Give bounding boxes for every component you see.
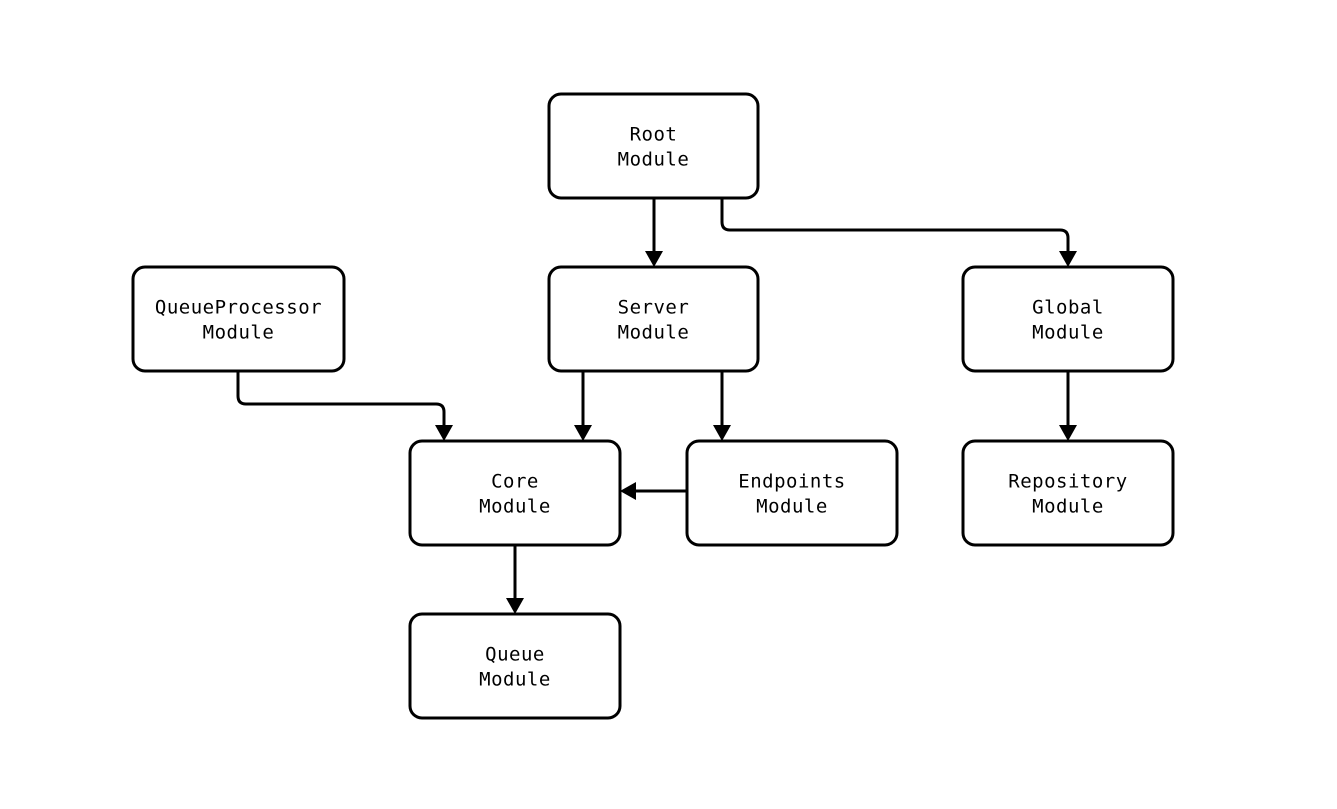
arrow-head-icon: [506, 598, 524, 614]
node-label-global-line2: Module: [1032, 322, 1104, 344]
arrow-head-icon: [1059, 251, 1077, 267]
node-label-endpoints-line2: Module: [756, 496, 828, 518]
node-label-queueprocessor-line1: QueueProcessor: [155, 297, 322, 319]
edge-layer: [236, 198, 1077, 614]
node-label-queueprocessor-line2: Module: [203, 322, 275, 344]
edge-server-to-endpoints: [713, 371, 731, 441]
node-box-server[interactable]: [547, 265, 760, 373]
node-box-core[interactable]: [408, 439, 622, 547]
node-label-server-line2: Module: [618, 322, 690, 344]
node-label-server-line1: Server: [618, 297, 690, 319]
node-box-queueprocessor[interactable]: [131, 265, 346, 373]
arrow-head-icon: [574, 425, 592, 441]
node-label-endpoints-line1: Endpoints: [738, 471, 845, 493]
edge-root-to-server: [645, 198, 663, 267]
arrow-head-icon: [713, 425, 731, 441]
arrow-head-icon: [645, 251, 663, 267]
edge-core-to-queue: [506, 545, 524, 614]
node-box-repository[interactable]: [961, 439, 1175, 547]
node-layer: RootModuleQueueProcessorModuleServerModu…: [131, 92, 1175, 720]
node-label-repository-line1: Repository: [1008, 471, 1127, 493]
arrow-head-icon: [1059, 425, 1077, 441]
node-box-root[interactable]: [547, 92, 760, 200]
edge-queueprocessor-to-core: [236, 371, 453, 441]
node-label-queue-line2: Module: [479, 669, 551, 691]
node-label-root-line1: Root: [630, 124, 678, 146]
node-box-global[interactable]: [961, 265, 1175, 373]
edge-global-to-repository: [1059, 371, 1077, 441]
node-label-queue-line1: Queue: [485, 644, 545, 666]
arrow-head-icon: [620, 482, 636, 500]
arrow-head-icon: [435, 425, 453, 441]
node-label-core-line1: Core: [491, 471, 539, 493]
node-label-core-line2: Module: [479, 496, 551, 518]
node-box-endpoints[interactable]: [685, 439, 899, 547]
edge-root-to-global: [720, 198, 1077, 267]
node-label-root-line2: Module: [618, 149, 690, 171]
edge-endpoints-to-core: [620, 482, 687, 500]
node-label-repository-line2: Module: [1032, 496, 1104, 518]
node-box-queue[interactable]: [408, 612, 622, 720]
edge-server-to-core: [574, 371, 592, 441]
node-label-global-line1: Global: [1032, 297, 1104, 319]
